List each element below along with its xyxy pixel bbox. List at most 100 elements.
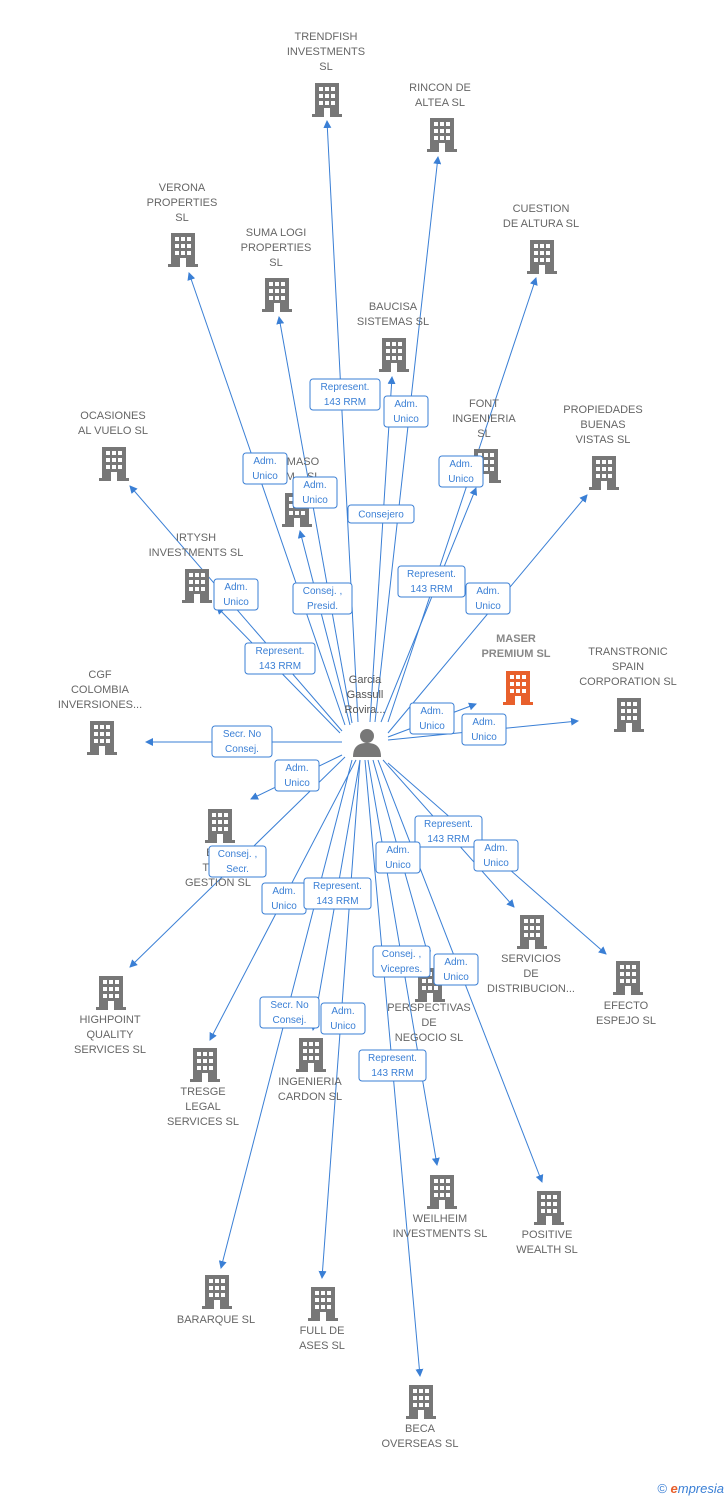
- relation-label-fullde[interactable]: Adm.Unico: [320, 1002, 366, 1035]
- company-name-line: FULL DE: [300, 1325, 345, 1337]
- company-name-line: INGENIERIA: [278, 1076, 342, 1088]
- building-icon: [589, 456, 619, 490]
- company-name-line: ALTEA SL: [415, 97, 465, 109]
- relation-label-verona[interactable]: Adm.Unico: [242, 452, 288, 485]
- relation-label-weilheim[interactable]: Adm.Unico: [375, 841, 421, 874]
- company-name-line: POSITIVE: [522, 1229, 573, 1241]
- relation-label-text: 143 RRM: [427, 834, 469, 845]
- company-name-line: MASO: [287, 456, 320, 468]
- relation-label-text: Consej. ,: [218, 849, 257, 860]
- relation-label-irtysh[interactable]: Adm.Unico: [213, 578, 259, 611]
- relation-edge-font: [380, 487, 478, 723]
- relation-label-box: [309, 378, 381, 411]
- relation-label-font[interactable]: Adm.Unico: [438, 455, 484, 488]
- company-node-cgf[interactable]: CGFCOLOMBIAINVERSIONES...: [58, 669, 142, 755]
- relation-label-maser[interactable]: Adm.Unico: [409, 702, 455, 735]
- person-node[interactable]: GarciaGassullRovira...: [345, 674, 386, 757]
- relation-label-perspectivas[interactable]: Consej. ,Vicepres.: [372, 945, 431, 978]
- relation-edge-verona: [187, 272, 346, 726]
- relation-label-servicios[interactable]: Represent. 143 RRM: [414, 815, 483, 848]
- company-node-ingenieria[interactable]: INGENIERIA CARDON SL: [278, 1038, 343, 1103]
- company-name-line: EFECTO: [604, 1000, 649, 1012]
- company-node-bararque[interactable]: BARARQUE SL: [177, 1275, 255, 1326]
- relation-label-text: Adm.: [331, 1006, 354, 1017]
- relation-label-positive[interactable]: Adm.Unico: [433, 953, 479, 986]
- relation-label-beca[interactable]: Represent.143 RRM: [358, 1049, 427, 1082]
- relation-label-box: [242, 452, 288, 485]
- building-icon: [296, 1038, 326, 1072]
- building-icon: [534, 1191, 564, 1225]
- relation-label-text: Adm.: [472, 717, 495, 728]
- company-name-line: NEGOCIO SL: [395, 1032, 463, 1044]
- relation-label-tresge[interactable]: Adm.Unico: [261, 882, 307, 915]
- relation-label-box: [347, 504, 415, 524]
- copyright-symbol: ©: [657, 1481, 667, 1496]
- relation-label-text: Consejero: [358, 510, 404, 521]
- company-name-line: LEGAL: [185, 1101, 220, 1113]
- relation-label-text: Consej. ,: [382, 949, 421, 960]
- relation-label-ocasiones[interactable]: Represent.143 RRM: [244, 642, 316, 675]
- relation-edge-trendfish: [323, 120, 359, 723]
- relation-label-box: [438, 455, 484, 488]
- relation-label-cuestion[interactable]: Represent.143 RRM: [397, 565, 466, 598]
- relation-label-text: Presid.: [307, 601, 338, 612]
- relation-label-efecto[interactable]: Adm.Unico: [473, 839, 519, 872]
- relation-label-text: Adm.: [253, 456, 276, 467]
- relation-edge-baucisa: [369, 376, 396, 723]
- relation-label-text: Adm.: [224, 582, 247, 593]
- relation-label-text: 143 RRM: [410, 584, 452, 595]
- company-name-line: CGF: [88, 669, 112, 681]
- relation-label-text: Unico: [443, 972, 469, 983]
- relation-label-bete[interactable]: Adm.Unico: [274, 759, 320, 792]
- relation-label-propiedades[interactable]: Adm.Unico: [465, 582, 511, 615]
- company-name-line: CARDON SL: [278, 1091, 342, 1103]
- relation-label-trendfish[interactable]: Represent.143 RRM: [309, 378, 381, 411]
- relation-label-highpoint[interactable]: Consej. ,Secr.: [208, 845, 267, 878]
- building-icon: [99, 447, 129, 481]
- relation-label-rincon[interactable]: Consejero: [347, 504, 415, 524]
- relation-label-maso[interactable]: Consej. ,Presid.: [292, 582, 353, 615]
- company-name-line: FONT: [469, 398, 499, 410]
- relation-label-baucisa[interactable]: Adm.Unico: [383, 395, 429, 428]
- company-node-servicios[interactable]: SERVICIOSDEDISTRIBUCION...: [487, 915, 575, 995]
- company-name-line: BUENAS: [580, 419, 625, 431]
- relation-label-box: [414, 815, 483, 848]
- relation-label-text: Adm.: [476, 586, 499, 597]
- building-icon: [262, 278, 292, 312]
- building-icon: [312, 83, 342, 117]
- relation-label-ingenieria[interactable]: Represent.143 RRM: [303, 877, 372, 910]
- company-name-line: DE ALTURA SL: [503, 218, 579, 230]
- company-name-line: DE: [421, 1017, 436, 1029]
- relation-label-sumalogi[interactable]: Adm.Unico: [292, 476, 338, 509]
- company-name-line: TRENDFISH: [295, 31, 358, 43]
- relation-label-transtronic[interactable]: Adm.Unico: [461, 713, 507, 746]
- relation-label-box: [372, 945, 431, 978]
- company-name-line: QUALITY: [86, 1029, 134, 1041]
- relation-label-text: Represent.: [424, 819, 473, 830]
- company-name-line: HIGHPOINT: [79, 1014, 140, 1026]
- company-name-line: INGENIERIA: [452, 413, 516, 425]
- company-name-line: GESTION SL: [185, 877, 251, 889]
